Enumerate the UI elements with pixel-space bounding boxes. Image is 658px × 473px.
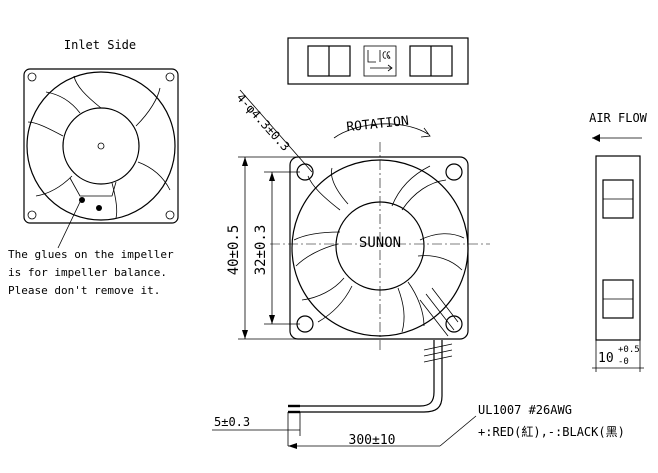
airflow-label: AIR FLOW <box>589 111 648 125</box>
length-label: 300±10 <box>349 433 396 448</box>
front-view: ROTATION 4-φ4.3±0.3 SUNON 40±0.5 <box>226 89 490 352</box>
mount-hole-br <box>445 315 463 333</box>
glue-leader <box>57 201 81 249</box>
cable-colors: +:RED(紅),-:BLACK(黑) <box>478 425 625 439</box>
inlet-hub <box>62 107 140 185</box>
wire-break-marks <box>423 343 453 363</box>
holes-leader <box>239 89 313 173</box>
label-outline <box>287 37 469 85</box>
inlet-bore <box>26 71 176 221</box>
inlet-note-line3: Please don't remove it. <box>8 284 160 297</box>
label-arrow-icon <box>370 64 393 72</box>
certification-label <box>287 37 469 85</box>
inlet-note-line1: The glues on the impeller <box>8 248 174 261</box>
cable-spec: UL1007 #26AWG <box>478 403 572 417</box>
inlet-note-line2: is for impeller balance. <box>8 266 167 279</box>
brand-label: SUNON <box>359 235 401 251</box>
inlet-hole-tr <box>165 72 175 82</box>
mount-hole-tr <box>445 163 463 181</box>
cable-spec-leader <box>439 415 477 447</box>
inlet-side-view: Inlet Side The glues on the impeller is … <box>8 38 179 297</box>
cable: 5±0.3 300±10 UL1007 #26AWG +:RED(紅),-:BL… <box>212 340 625 449</box>
holes-dimension: 4-φ4.3±0.3 <box>234 91 293 154</box>
glue-dot-left <box>79 197 85 203</box>
dim-outer-label: 40±0.5 <box>226 225 242 276</box>
inlet-blades <box>27 75 171 219</box>
strip-label: 5±0.3 <box>214 415 250 429</box>
inlet-hub-center <box>97 142 105 150</box>
ul-ce-logo <box>363 45 397 77</box>
thickness-upper-tol: +0.5 <box>618 345 640 355</box>
inlet-hole-br <box>165 210 175 220</box>
dim-inner-label: 32±0.3 <box>253 225 269 276</box>
wire-black <box>288 340 443 413</box>
balance-weight-patch <box>69 177 117 197</box>
thickness-lower-tol: -0 <box>618 357 629 367</box>
side-view: AIR FLOW 10 +0.5 -0 <box>589 111 648 372</box>
glue-dot-right <box>96 205 102 211</box>
inlet-frame <box>23 68 179 224</box>
side-frame <box>595 155 641 341</box>
cable-strut <box>419 287 459 337</box>
inlet-hole-bl <box>27 210 37 220</box>
inlet-hole-tl <box>27 72 37 82</box>
wire-red <box>288 340 435 407</box>
thickness-label: 10 <box>598 351 614 366</box>
rotation-arrow <box>333 123 429 139</box>
inlet-title: Inlet Side <box>64 38 136 52</box>
